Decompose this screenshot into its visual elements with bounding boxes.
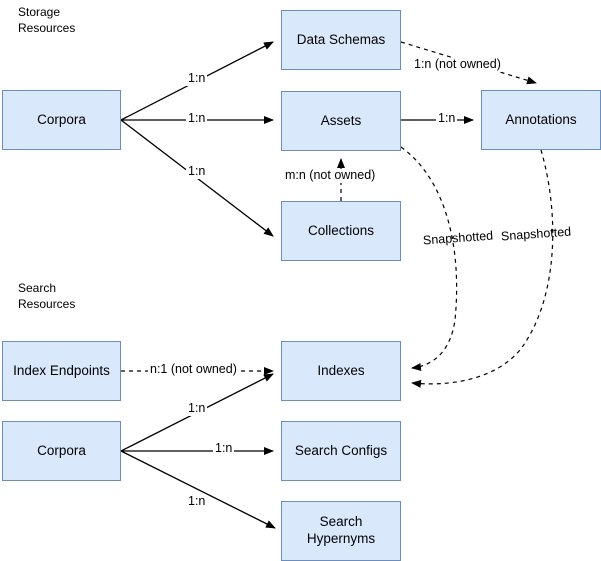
edge-label-corpora-to-data-schemas: 1:n (186, 71, 208, 86)
node-indexes[interactable]: Indexes (281, 341, 401, 401)
node-data-schemas[interactable]: Data Schemas (281, 10, 401, 70)
edge-label-data-schemas-to-annotations: 1:n (not owned) (412, 57, 503, 72)
edge-label-assets-to-indexes-snapshotted: Snapshotted (422, 228, 494, 248)
node-collections[interactable]: Collections (281, 201, 401, 261)
node-index-endpoints[interactable]: Index Endpoints (2, 341, 121, 401)
node-corpora-storage[interactable]: Corpora (2, 90, 121, 150)
node-annotations[interactable]: Annotations (481, 90, 601, 150)
edge-corpora-search-to-search-hypernyms (120, 450, 276, 529)
node-search-configs[interactable]: Search Configs (281, 421, 401, 481)
node-corpora-search[interactable]: Corpora (2, 421, 121, 481)
edge-label-assets-to-annotations: 1:n (436, 111, 458, 126)
node-search-hypernyms[interactable]: Search Hypernyms (281, 501, 401, 561)
edge-label-corpora-search-to-search-hypernyms: 1:n (186, 494, 208, 509)
edge-assets-to-indexes-snapshotted (400, 146, 458, 371)
edge-label-corpora-search-to-search-configs: 1:n (213, 441, 235, 456)
edge-label-corpora-to-collections: 1:n (186, 164, 208, 179)
group-label-storage-resources: Storage Resources (18, 5, 76, 36)
edge-label-index-endpoints-to-indexes: n:1 (not owned) (148, 362, 239, 377)
edge-label-collections-to-assets: m:n (not owned) (283, 168, 378, 183)
node-assets[interactable]: Assets (281, 91, 401, 151)
edge-annotations-to-indexes-snapshotted (411, 149, 554, 388)
edge-label-corpora-to-assets: 1:n (186, 111, 208, 126)
edge-label-corpora-search-to-indexes: 1:n (186, 401, 208, 416)
edge-label-annotations-to-indexes-snapshotted: Snapshotted (500, 224, 572, 244)
group-label-search-resources: Search Resources (18, 281, 76, 312)
